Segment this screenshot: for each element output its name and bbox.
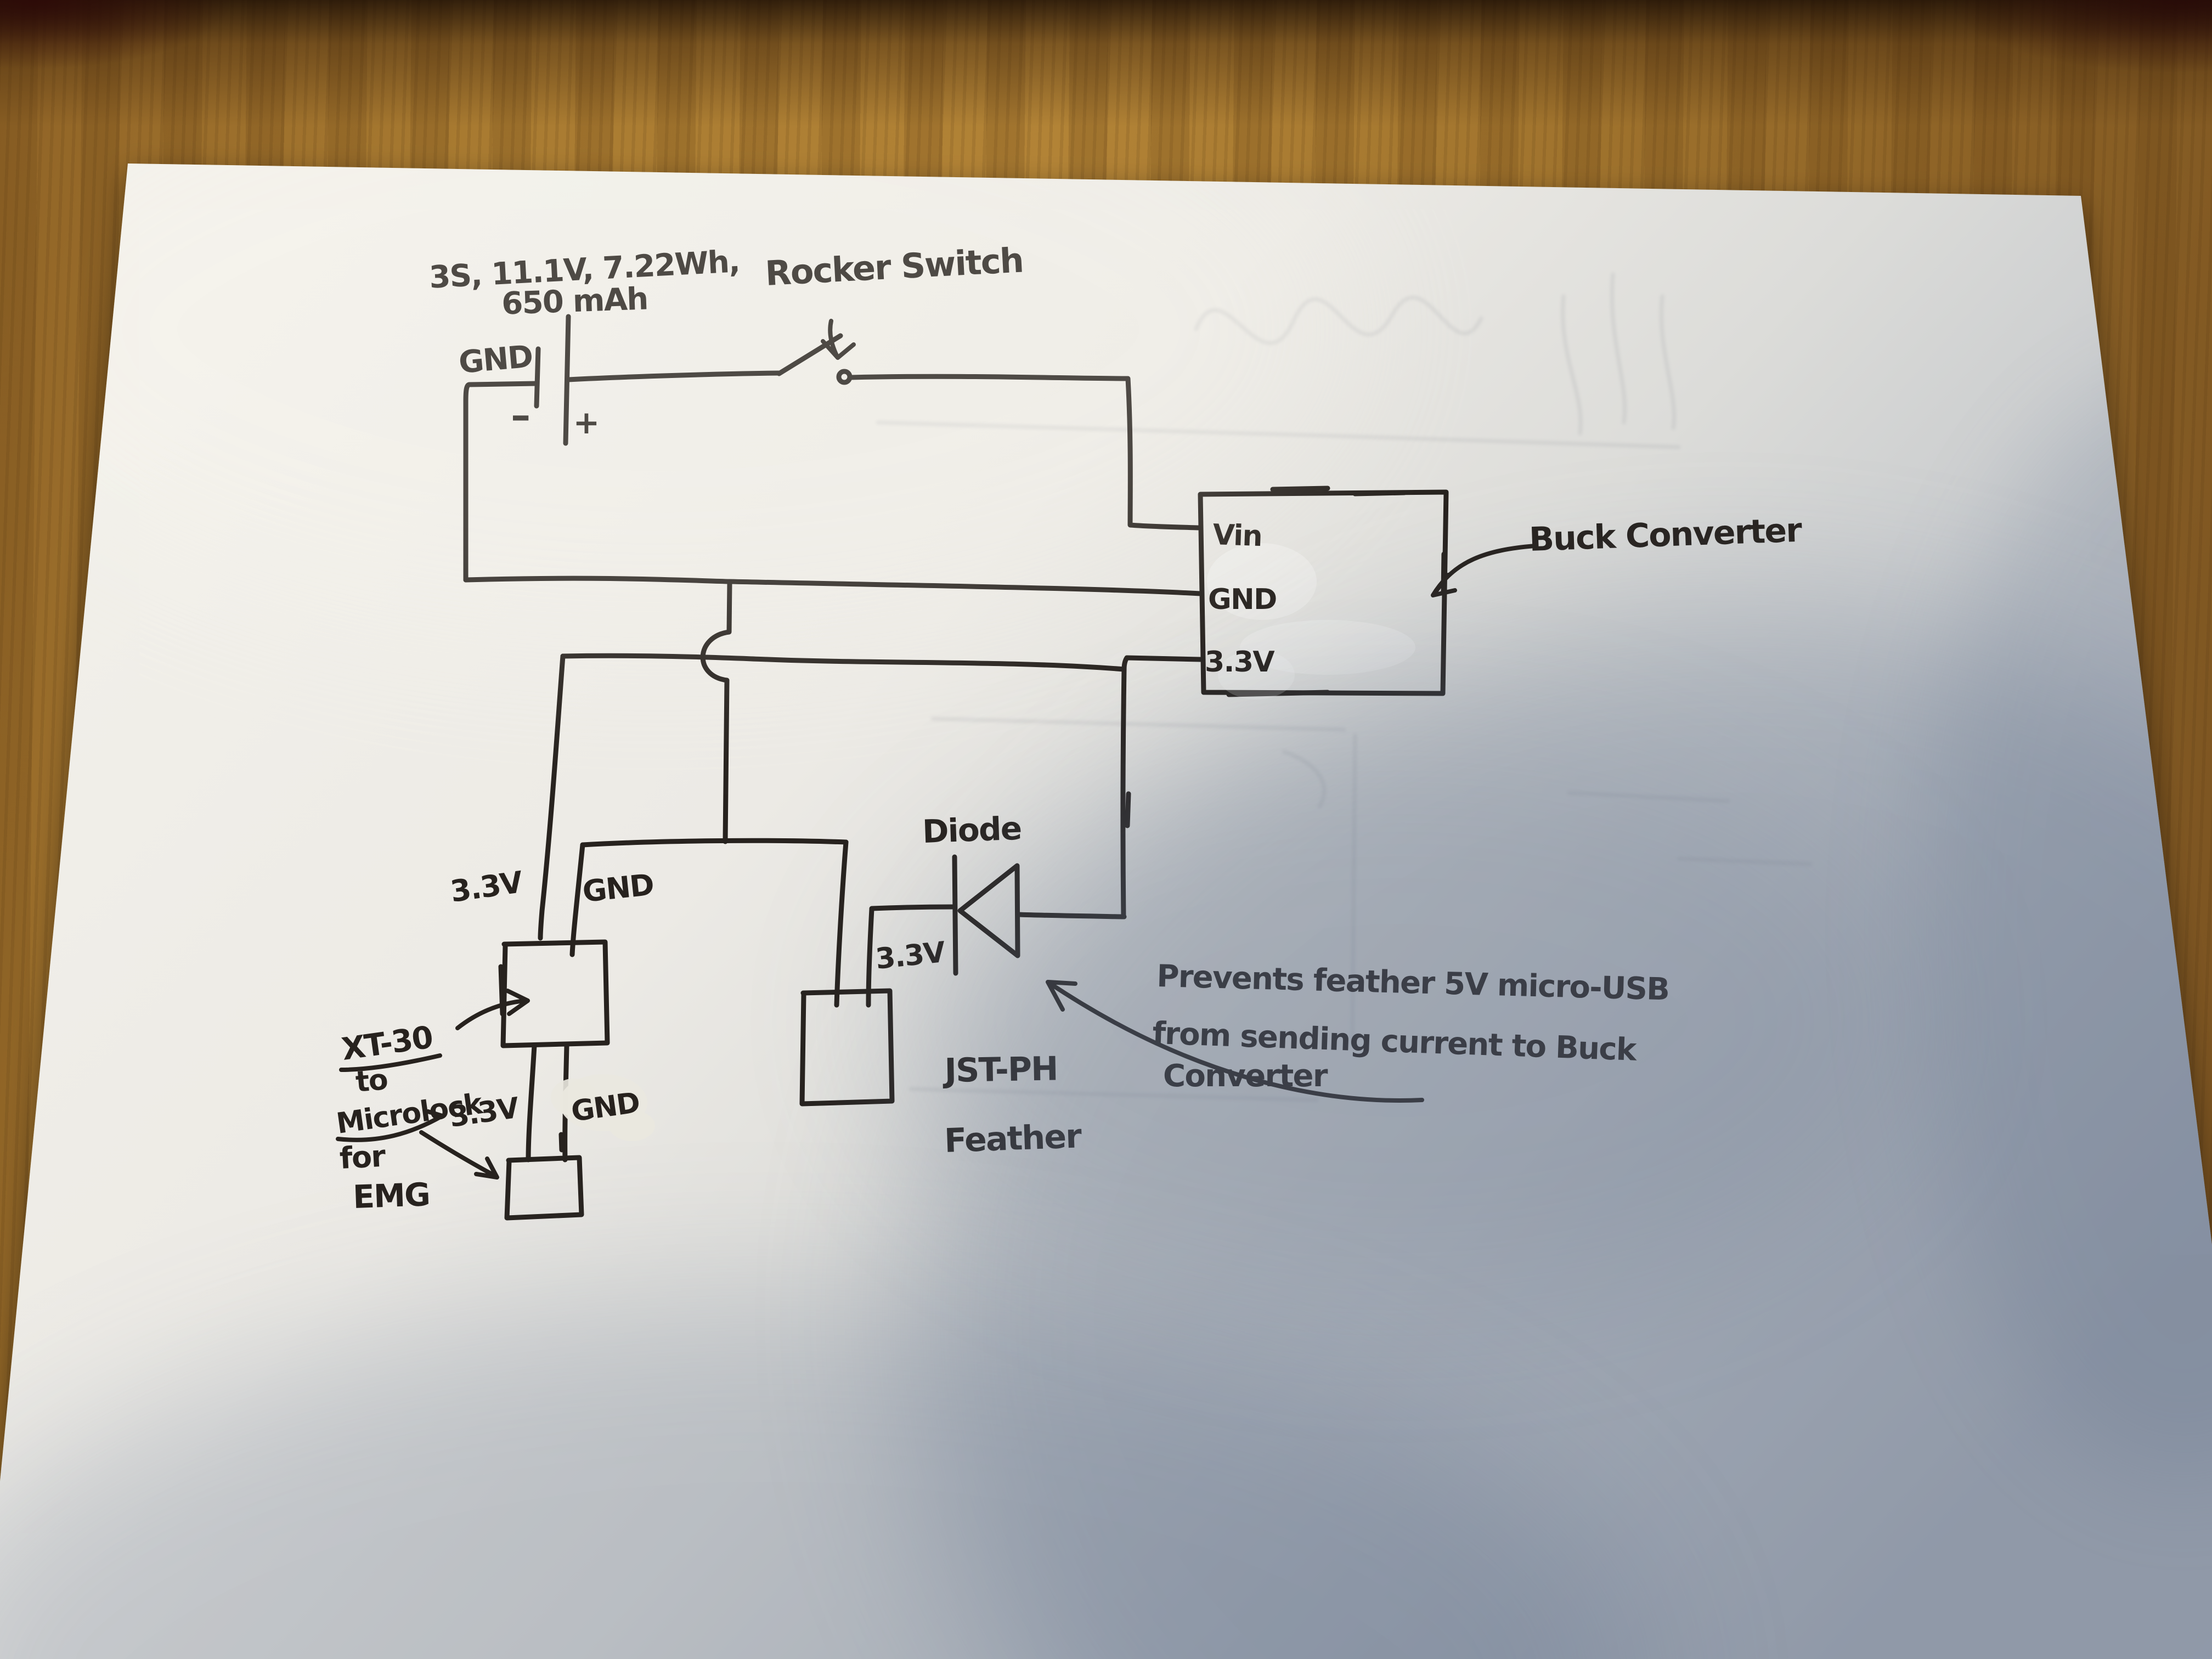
xt30-out-33v-wire (526, 1043, 537, 1163)
gnd-t-bar (580, 838, 849, 848)
xt30-pointer-arrow (455, 989, 530, 1030)
xt30-box (498, 939, 610, 1163)
rail-33v-down-to-xt30 (538, 653, 566, 941)
xt30-note-line4: for (338, 1139, 387, 1176)
feather-box (799, 906, 895, 1107)
microlock-underline (336, 1109, 444, 1142)
microlock-box (504, 1155, 584, 1221)
buck-pin-gnd: GND (1208, 583, 1277, 616)
buck-converter-arrow (1431, 544, 1537, 597)
xt30-note-line2: to (354, 1063, 388, 1099)
xt30-in-gnd-label: GND (581, 867, 655, 909)
white-out-patches (551, 543, 1415, 1141)
buck-pin-33v: 3.3V (1205, 646, 1274, 679)
xt30-note-line5: EMG (352, 1176, 430, 1216)
microlock-pointer-arrow (419, 1130, 499, 1180)
xt30-underline (339, 1053, 442, 1072)
gnd-to-xt30-wire (569, 842, 585, 957)
buck-converter-label: Buck Converter (1528, 511, 1803, 559)
feather-33v-wire (866, 906, 874, 1008)
